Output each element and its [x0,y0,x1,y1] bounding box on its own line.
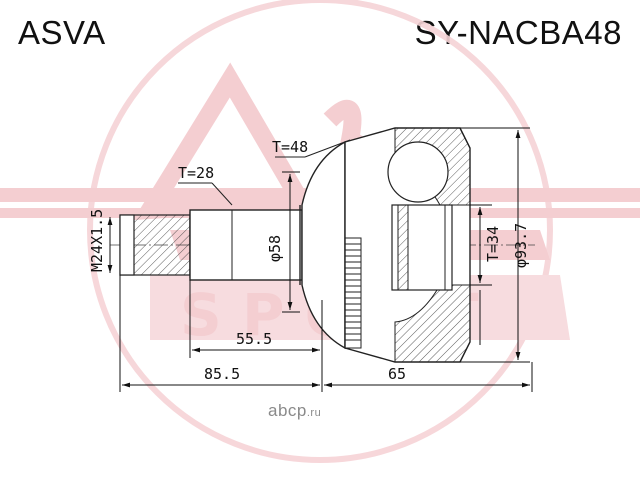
label-t34: T=34 [484,226,502,262]
label-phi58: φ58 [266,235,284,262]
shaft [189,205,303,285]
label-85-5: 85.5 [204,365,240,383]
label-65: 65 [388,365,406,383]
leader-lines [178,139,351,206]
label-phi93-7: φ93.7 [512,223,530,268]
part-number: SY-NACBA48 [414,14,622,51]
dim-t34 [470,204,492,345]
label-thread: M24X1.5 [88,209,106,272]
abcp-watermark-suffix: .ru [306,407,322,419]
dim-phi58 [282,171,300,313]
label-55-5: 55.5 [236,330,272,348]
dim-phi93-7 [460,127,530,363]
abcp-watermark-name: abcp [268,401,307,420]
thread-end [119,212,191,278]
brand-name: ASVA [18,14,106,51]
abcp-watermark: abcp.ru [268,401,321,421]
label-t48: T=48 [272,138,308,156]
abs-ring [344,237,362,349]
outer-housing [301,127,471,363]
label-t28: T=28 [178,164,214,182]
dim-horizontal [119,275,533,392]
